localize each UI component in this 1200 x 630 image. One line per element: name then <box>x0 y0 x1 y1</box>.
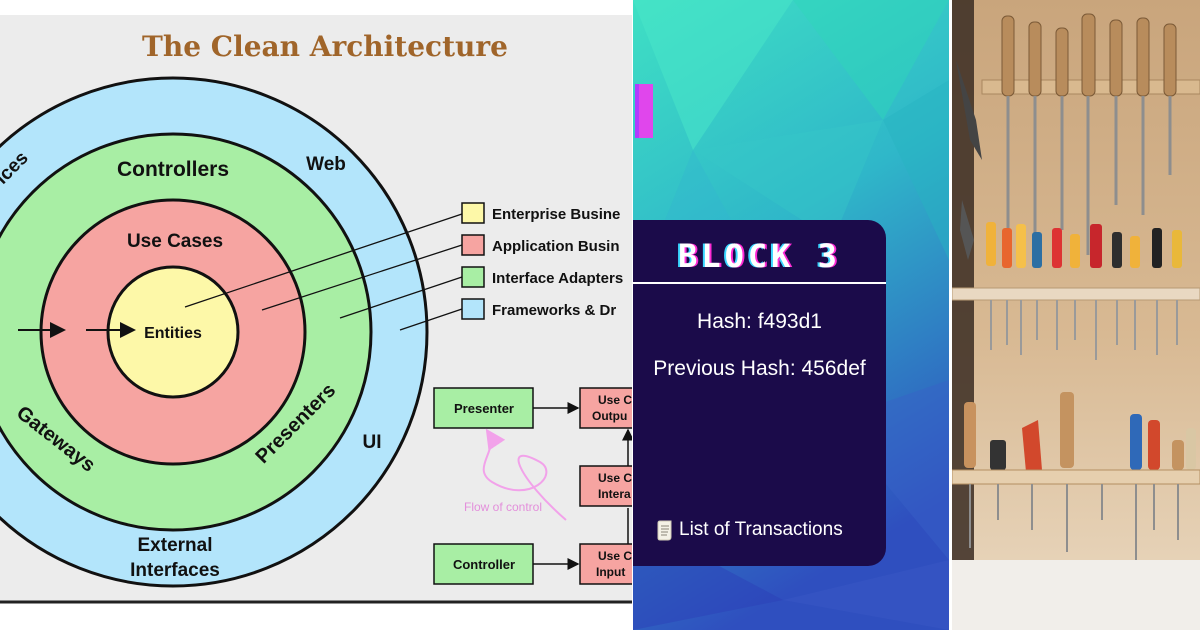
transactions-label: List of Transactions <box>679 519 843 540</box>
blockchain-panel: BLOCK 3 Hash: f493d1 Previous Hash: 456d… <box>633 0 949 630</box>
legend-label-frameworks: Frameworks & Dr <box>492 302 616 319</box>
external-interfaces-label-line2: Interfaces <box>130 560 220 581</box>
controller-box-label: Controller <box>453 557 515 572</box>
legend-swatch-adapters <box>461 266 485 288</box>
presenter-box-label: Presenter <box>454 401 514 416</box>
legend-label-enterprise: Enterprise Busine <box>492 206 620 223</box>
legend-label-application: Application Busin <box>492 238 620 255</box>
clean-architecture-diagram: The Clean Architecture Web ices UI Exter… <box>0 15 633 604</box>
presenter-box <box>433 387 534 429</box>
use-case-output-label-line2: Outpu <box>592 409 627 423</box>
ui-label: UI <box>363 432 382 453</box>
use-cases-label: Use Cases <box>127 231 223 252</box>
block-hash: Hash: f493d1 <box>697 310 822 333</box>
use-case-output-label-line1: Use C <box>598 393 632 407</box>
use-case-input-label-line1: Use C <box>598 549 632 563</box>
legend-swatch-application <box>461 234 485 256</box>
web-label: Web <box>306 154 346 175</box>
legend-swatch-frameworks <box>461 298 485 320</box>
use-case-input-port-box <box>579 543 633 585</box>
entities-label: Entities <box>144 325 202 342</box>
leader-line-adapters <box>339 276 463 319</box>
legend-swatch-enterprise <box>461 202 485 224</box>
transactions-row: List of Transactions <box>657 516 843 544</box>
leader-line-frameworks <box>399 308 463 331</box>
block-card: BLOCK 3 Hash: f493d1 Previous Hash: 456d… <box>633 220 886 566</box>
flow-diagram: Presenter Controller Use C Outpu Use C I… <box>433 387 633 585</box>
flow-of-control-arrow <box>482 428 567 521</box>
tool-wall-photo <box>952 0 1200 630</box>
block-previous-hash: Previous Hash: 456def <box>653 357 866 380</box>
panel-divider-right <box>949 0 952 630</box>
block-title-rule <box>633 282 886 284</box>
clean-architecture-panel: The Clean Architecture Web ices UI Exter… <box>0 15 633 604</box>
legend: Enterprise Busine Application Busin Inte… <box>461 202 623 320</box>
leader-line-enterprise <box>184 213 463 308</box>
use-case-output-port-box <box>579 387 633 429</box>
controllers-label: Controllers <box>117 158 229 181</box>
diagram-title: The Clean Architecture <box>142 30 508 63</box>
tool-wall-illustration <box>952 0 1200 630</box>
controller-box <box>433 543 534 585</box>
legend-label-adapters: Interface Adapters <box>492 270 623 287</box>
use-case-interactor-label-line2: Intera <box>598 487 631 501</box>
block-title: BLOCK 3 <box>678 237 841 275</box>
use-case-interactor-label-line1: Use C <box>598 471 632 485</box>
scroll-icon <box>657 520 672 541</box>
leader-line-application <box>261 244 463 311</box>
external-interfaces-label-line1: External <box>138 535 213 556</box>
flow-of-control-label: Flow of control <box>464 500 542 514</box>
neon-letter-fragment <box>635 84 653 138</box>
use-case-input-label-line2: Input <box>596 565 625 579</box>
use-case-interactor-box <box>579 465 633 507</box>
